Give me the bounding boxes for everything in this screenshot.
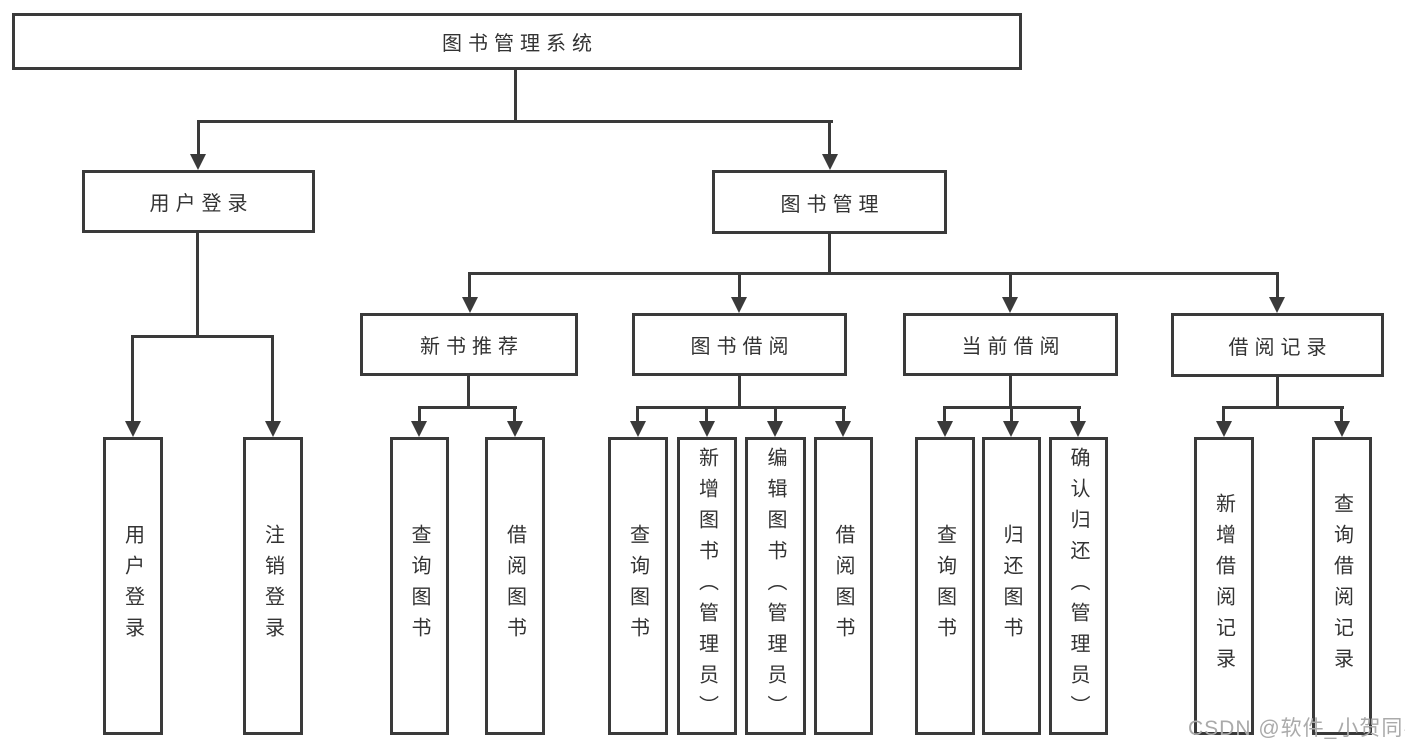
node-label: 查询图书 <box>408 524 430 648</box>
connector-drop <box>1010 406 1013 423</box>
arrow-down-icon <box>411 421 427 437</box>
node-label: 新增图书（管理员） <box>695 446 718 726</box>
connector-drop <box>131 335 134 421</box>
connector-drop <box>705 406 708 423</box>
connector-bookmgmt-hbar <box>468 272 1279 275</box>
node-leaf-logout: 注销登录 <box>243 437 303 735</box>
node-label: 确认归还（管理员） <box>1067 446 1089 726</box>
node-label: 当前借阅 <box>961 336 1066 358</box>
node-leaf-borrow-book-2: 借阅图书 <box>814 437 873 735</box>
connector-userlogin-stem <box>196 233 199 337</box>
connector-drop <box>842 406 845 423</box>
arrow-down-icon <box>822 154 838 170</box>
node-label: 查询借阅记录 <box>1330 493 1353 679</box>
node-current-borrow: 当前借阅 <box>903 313 1118 376</box>
connector-drop <box>1009 272 1012 299</box>
arrow-down-icon <box>1002 297 1018 313</box>
connector-newrec-hbar <box>418 406 517 409</box>
node-label: 借阅图书 <box>832 524 854 648</box>
node-leaf-query-book-3: 查询图书 <box>915 437 975 735</box>
arrow-down-icon <box>1003 421 1019 437</box>
arrow-down-icon <box>699 421 715 437</box>
node-borrow-record: 借阅记录 <box>1171 313 1384 377</box>
connector-drop <box>636 406 639 423</box>
connector-newrec-stem <box>467 376 470 408</box>
arrow-down-icon <box>1269 297 1285 313</box>
connector-record-hbar <box>1222 406 1344 409</box>
node-leaf-query-book-2: 查询图书 <box>608 437 668 735</box>
connector-drop <box>418 406 421 423</box>
arrow-down-icon <box>1070 421 1086 437</box>
node-leaf-add-borrow-record: 新增借阅记录 <box>1194 437 1254 735</box>
connector-root-stem <box>514 70 517 123</box>
arrow-down-icon <box>125 421 141 437</box>
arrow-down-icon <box>1334 421 1350 437</box>
node-book-borrow: 图书借阅 <box>632 313 847 376</box>
node-leaf-query-borrow-record: 查询借阅记录 <box>1312 437 1372 735</box>
arrow-down-icon <box>937 421 953 437</box>
connector-record-stem <box>1276 377 1279 408</box>
arrow-down-icon <box>190 154 206 170</box>
node-leaf-edit-book-admin: 编辑图书（管理员） <box>745 437 806 735</box>
arrow-down-icon <box>731 297 747 313</box>
arrow-down-icon <box>767 421 783 437</box>
arrow-down-icon <box>1216 421 1232 437</box>
node-leaf-confirm-return-admin: 确认归还（管理员） <box>1049 437 1108 735</box>
node-label: 图书管理系统 <box>442 33 598 55</box>
connector-drop <box>1340 406 1343 423</box>
node-label: 用户登录 <box>149 193 254 215</box>
node-label: 新增借阅记录 <box>1212 493 1235 679</box>
node-book-management: 图书管理 <box>712 170 947 234</box>
node-leaf-query-book-1: 查询图书 <box>390 437 449 735</box>
node-new-book-recommend: 新书推荐 <box>360 313 578 376</box>
connector-bookmgmt-stem <box>828 234 831 275</box>
node-label: 查询图书 <box>626 524 649 648</box>
arrow-down-icon <box>462 297 478 313</box>
node-library-system: 图书管理系统 <box>12 13 1022 70</box>
arrow-down-icon <box>630 421 646 437</box>
connector-drop <box>943 406 946 423</box>
connector-drop <box>513 406 516 423</box>
node-label: 借阅图书 <box>503 524 526 648</box>
connector-current-stem <box>1009 376 1012 408</box>
node-user-login: 用户登录 <box>82 170 315 233</box>
connector-drop <box>468 272 471 299</box>
node-label: 图书借阅 <box>690 336 795 358</box>
connector-drop <box>828 120 831 156</box>
arrow-down-icon <box>265 421 281 437</box>
watermark: CSDN @软件_小贺同学 <box>1188 717 1405 740</box>
connector-drop <box>271 335 274 421</box>
connector-drop <box>1276 272 1279 299</box>
node-label: 归还图书 <box>1000 524 1022 648</box>
node-label: 图书管理 <box>780 193 885 216</box>
node-label: 查询图书 <box>933 524 956 648</box>
arrow-down-icon <box>507 421 523 437</box>
connector-root-hbar <box>197 120 833 123</box>
node-label: 用户登录 <box>121 524 144 648</box>
connector-borrow-stem <box>738 376 741 408</box>
connector-drop <box>738 272 741 299</box>
node-leaf-add-book-admin: 新增图书（管理员） <box>677 437 737 735</box>
connector-drop <box>1222 406 1225 423</box>
connector-borrow-hbar <box>636 406 846 409</box>
node-label: 注销登录 <box>261 524 284 648</box>
node-label: 编辑图书（管理员） <box>764 446 786 726</box>
node-leaf-user-login: 用户登录 <box>103 437 163 735</box>
node-leaf-borrow-book-1: 借阅图书 <box>485 437 545 735</box>
connector-userlogin-hbar <box>132 335 274 338</box>
node-leaf-return-book: 归还图书 <box>982 437 1041 735</box>
arrow-down-icon <box>835 421 851 437</box>
node-label: 新书推荐 <box>420 336 524 358</box>
connector-drop <box>774 406 777 423</box>
connector-drop <box>197 120 200 156</box>
node-label: 借阅记录 <box>1228 336 1333 359</box>
connector-drop <box>1077 406 1080 423</box>
